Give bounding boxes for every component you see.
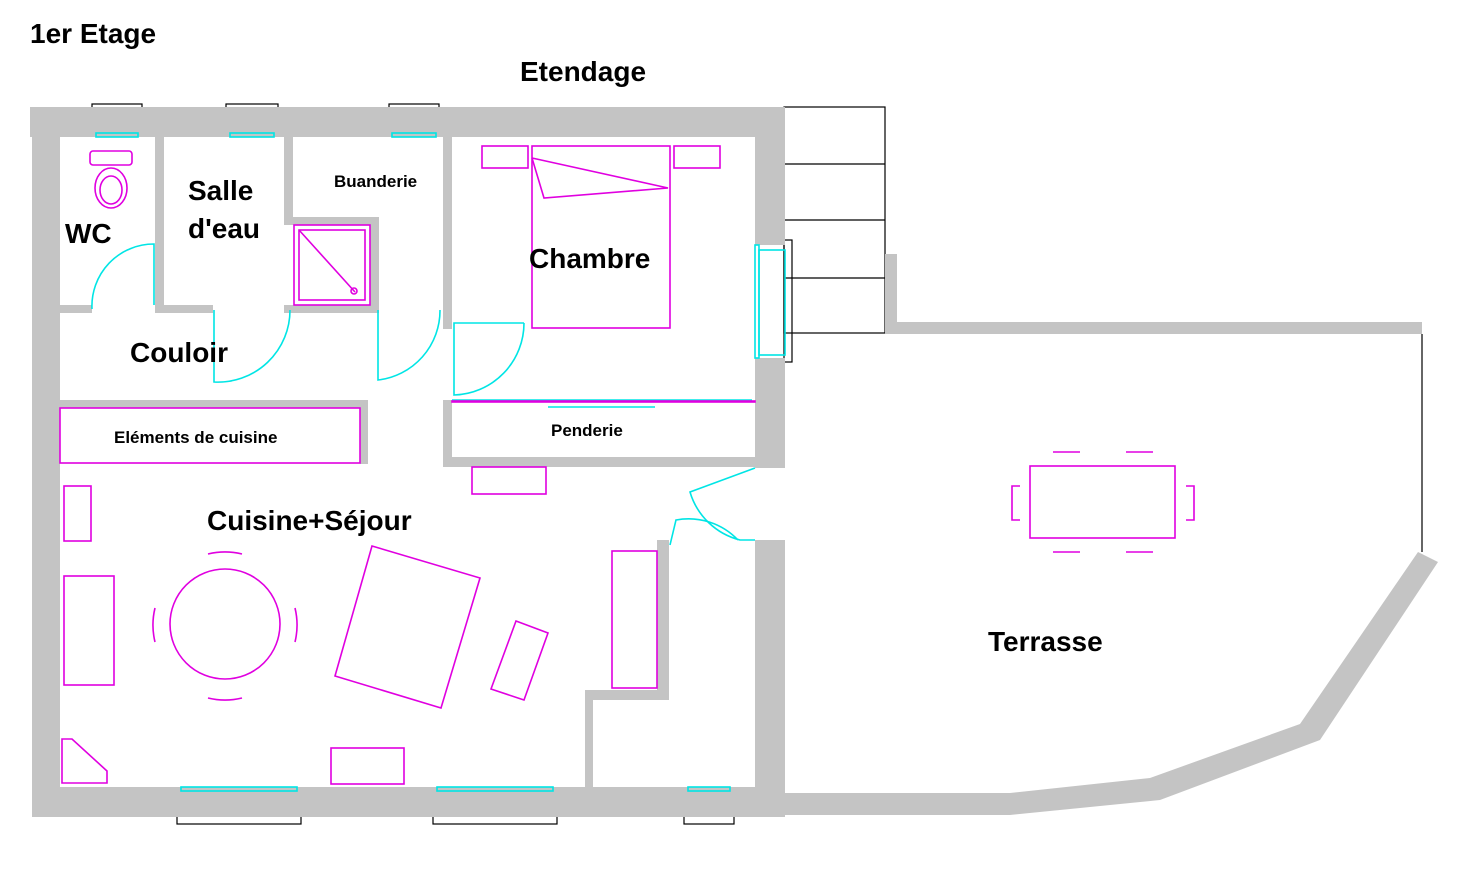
- label-buanderie: Buanderie: [334, 172, 417, 191]
- label-etendage: Etendage: [520, 56, 646, 87]
- furniture: [59, 145, 1195, 785]
- wc-tank-shape: [89, 150, 133, 166]
- bed-shape: [531, 145, 671, 329]
- walls: [30, 107, 1438, 817]
- label-terrasse: Terrasse: [988, 626, 1103, 657]
- wardrobe-shape: [451, 400, 756, 403]
- shower-tray-shape: [293, 224, 371, 306]
- etendage-structure: [783, 106, 886, 363]
- label-wc: WC: [65, 218, 112, 249]
- doors: [91, 243, 756, 546]
- windows: [95, 132, 786, 792]
- toilet-bowl-shape: [94, 167, 128, 209]
- sofa-shape: [334, 545, 481, 709]
- label-salle-line1: Salle: [188, 175, 253, 206]
- label-chambre: Chambre: [529, 243, 650, 274]
- label-couloir: Couloir: [130, 337, 228, 368]
- terrace-table-shape: [1029, 465, 1176, 539]
- round-table-shape: [169, 568, 281, 680]
- label-salle-line2: d'eau: [188, 213, 260, 244]
- label-penderie: Penderie: [551, 421, 623, 440]
- label-elements-cuisine: Eléments de cuisine: [114, 428, 277, 447]
- kitchen-counter-shape: [59, 407, 361, 464]
- label-cuisine-sejour: Cuisine+Séjour: [207, 505, 412, 536]
- plan-title: 1er Etage: [30, 18, 156, 49]
